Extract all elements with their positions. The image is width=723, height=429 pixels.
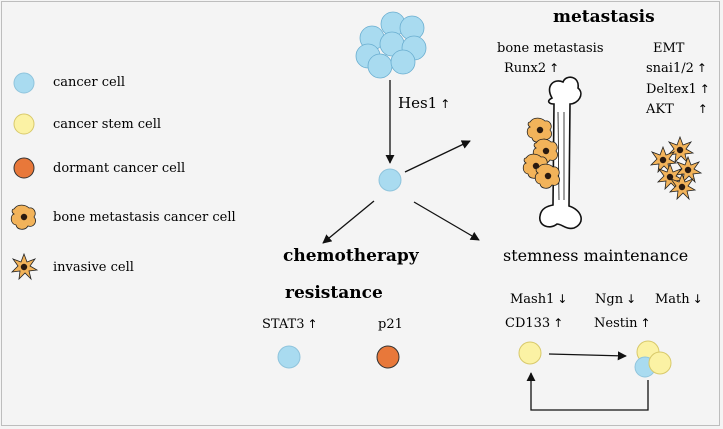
legend-cancer-stem-cell-swatch — [13, 113, 35, 135]
ngn-label: Ngn↓ — [595, 292, 637, 307]
down-arrow-icon: ↓ — [557, 292, 568, 306]
legend-cancer-stem-cell-label: cancer stem cell — [53, 117, 162, 132]
legend-bone-metastasis-cell-swatch — [10, 204, 37, 230]
tumor-cluster — [355, 11, 427, 79]
up-arrow-icon: ↑ — [699, 82, 710, 96]
up-arrow-icon: ↑ — [440, 97, 451, 111]
legend-dormant-cell-swatch — [13, 157, 35, 179]
arrow-stem-to-mixed — [548, 351, 627, 361]
nestin-label: Nestin↑ — [594, 316, 651, 331]
up-arrow-icon: ↑ — [553, 316, 564, 330]
bone-metastasis-label: bone metastasis — [497, 41, 604, 56]
mash1-label: Mash1↓ — [510, 292, 568, 307]
metastasis-title: metastasis — [553, 7, 655, 27]
legend-invasive-cell-label: invasive cell — [53, 260, 134, 275]
up-arrow-icon: ↑ — [697, 102, 708, 116]
p21-label: p21 — [378, 317, 403, 332]
legend-cancer-cell-swatch — [13, 72, 35, 94]
down-arrow-icon: ↓ — [626, 292, 637, 306]
chemo-title-line2: resistance — [285, 283, 383, 303]
snai-label: snai1/2↑ — [646, 61, 707, 76]
up-arrow-icon: ↑ — [696, 61, 707, 75]
emt-label: EMT — [653, 41, 685, 56]
up-arrow-icon: ↑ — [549, 61, 560, 75]
down-arrow-icon: ↓ — [692, 292, 703, 306]
bone-illustration — [539, 76, 582, 230]
hes1-label: Hes1↑ — [398, 94, 451, 112]
arrow-to-metastasis — [404, 140, 471, 173]
chemo-cancer-cell — [277, 345, 301, 369]
legend-bone-metastasis-cell-label: bone metastasis cancer cell — [53, 210, 236, 225]
stat3-label: STAT3↑ — [262, 317, 318, 332]
math-label: Math↓ — [655, 292, 703, 307]
akt-label: AKT↑ — [646, 102, 708, 117]
chemo-title-line1: chemotherapy — [283, 246, 419, 266]
central-cancer-cell — [378, 168, 402, 192]
arrow-self-renewal-loop — [526, 372, 649, 411]
stemness-stem-cell — [518, 341, 542, 365]
legend-dormant-cell-label: dormant cancer cell — [53, 161, 186, 176]
legend-invasive-cell-swatch — [11, 253, 38, 280]
up-arrow-icon: ↑ — [307, 317, 318, 331]
arrow-to-stemness — [413, 201, 480, 241]
arrow-to-chemo — [322, 200, 375, 244]
legend-cancer-cell-label: cancer cell — [53, 75, 126, 90]
cd133-label: CD133↑ — [505, 316, 564, 331]
up-arrow-icon: ↑ — [640, 316, 651, 330]
deltex1-label: Deltex1↑ — [646, 82, 710, 97]
chemo-dormant-cell — [376, 345, 400, 369]
stemness-title: stemness maintenance — [503, 246, 689, 265]
runx2-label: Runx2↑ — [504, 61, 560, 76]
